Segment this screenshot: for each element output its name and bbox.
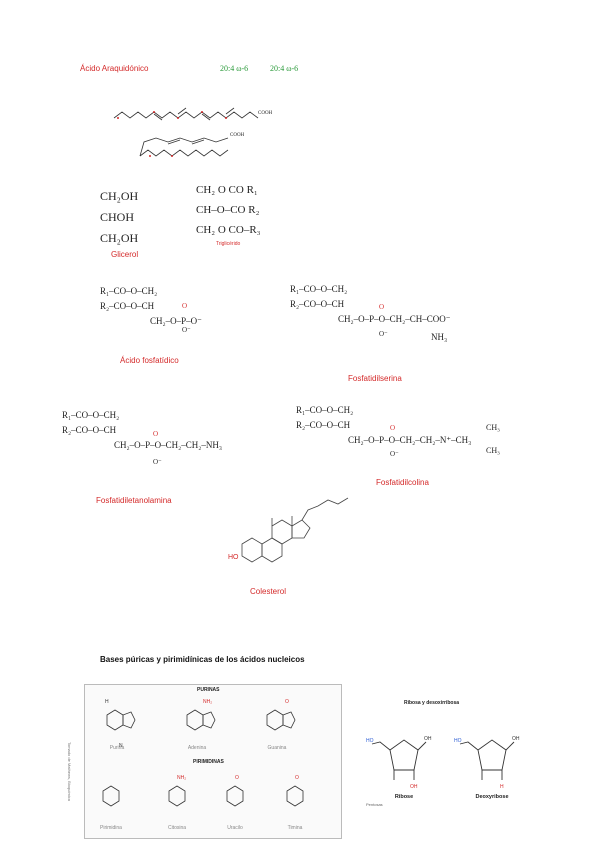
ethanolamine-line-3: CH₂–O–P–O–CH₂–CH₂–NH₃ (114, 440, 223, 450)
thymine-o: O (295, 775, 299, 781)
deoxyribose-label: Deoxyribose (475, 794, 508, 800)
choline-line-1: R₁–CO–O–CH₂ (296, 405, 354, 415)
bases-structures: H NH₂ O N NH₂ O O Purina Adenina Guanina… (100, 699, 304, 831)
bases-side-caption-box: Tomado de Mathews, Bioquímica (64, 742, 74, 832)
phosphatidic-label: Ácido fosfatídico (120, 356, 179, 365)
serine-nh3: NH₃ (431, 332, 448, 342)
sugars-structures: HO OH OH HO OH H Ribose Deoxyribose (366, 736, 520, 800)
thymine-label: Timina (288, 825, 303, 831)
glycerol-label: Glicerol (111, 250, 139, 259)
triglyceride-structure: CH₂ O CO R₁ CH–O–CO R₂ CH₂ O CO–R₃ (196, 180, 261, 240)
choline-ch3-top: CH₃ (486, 423, 500, 432)
ethanolamine-structure: R₁–CO–O–CH₂ R₂–CO–O–CH CH₂–O–P–O–CH₂–CH₂… (62, 408, 222, 453)
phosphatidic-o-bottom: O⁻ (182, 326, 191, 334)
choline-label: Fosfatidilcolina (376, 478, 429, 487)
purines-title: PURINAS (197, 687, 220, 693)
cholesterol-structure: HO (228, 497, 349, 563)
pyrimidines-title: PIRIMIDINAS (193, 759, 224, 765)
serine-label: Fosfatidilserina (348, 374, 402, 383)
glycerol-line-3: CH₂OH (100, 231, 139, 245)
bases-side-caption: Tomado de Mathews, Bioquímica (67, 742, 72, 801)
choline-line-3: CH₂–O–P–O–CH₂–CH₂–N⁺–CH₃ (348, 435, 472, 445)
ribose-oh-2: OH (410, 784, 418, 790)
ribose-label: Ribose (395, 794, 413, 800)
phosphatidic-line-2: R₂–CO–O–CH (100, 301, 155, 311)
sugars-caption: Pentosas (366, 802, 383, 807)
purine-h: H (105, 699, 109, 705)
ethanolamine-label: Fosfatidiletanolamina (96, 496, 172, 505)
cytosine-label: Citosina (168, 825, 186, 831)
bases-heading: Bases púricas y pirimidínicas de los áci… (100, 655, 305, 664)
adenine-label: Adenina (188, 745, 207, 751)
ethanolamine-o-top: O (153, 430, 159, 438)
ribose-oh: OH (424, 736, 432, 742)
ethanolamine-line-2: R₂–CO–O–CH (62, 425, 117, 435)
phosphatidic-line-1: R₁–CO–O–CH₂ (100, 286, 158, 296)
arachidonic-title: Ácido Araquidónico (80, 64, 149, 73)
triglyceride-line-2: CH–O–CO R₂ (196, 204, 260, 216)
uracil-label: Uracilo (227, 825, 243, 831)
choline-line-2: R₂–CO–O–CH (296, 420, 351, 430)
choline-structure: R₁–CO–O–CH₂ R₂–CO–O–CH CH₂–O–P–O–CH₂–CH₂… (296, 403, 471, 448)
glycerol-line-2: CHOH (100, 210, 135, 224)
ethanolamine-line-1: R₁–CO–O–CH₂ (62, 410, 120, 420)
arachidonic-structure (113, 107, 259, 157)
serine-line-2: R₂–CO–O–CH (290, 299, 345, 309)
arachidonic-note-2: 20:4 ω-6 (270, 64, 299, 73)
bases-panel: PURINAS PIRIMIDINAS H NH₂ O N (84, 684, 342, 839)
phosphatidic-structure: R₁–CO–O–CH₂ R₂–CO–O–CH CH₂–O–P–O⁻ (100, 284, 202, 329)
cholesterol-ho: HO (228, 554, 239, 561)
deoxyribose-oh: OH (512, 736, 520, 742)
serine-o-bottom: O⁻ (379, 330, 388, 338)
triglyceride-line-1: CH₂ O CO R₁ (196, 184, 258, 196)
cytosine-nh2: NH₂ (177, 775, 186, 781)
arachidonic-cooh-1: COOH (258, 111, 273, 116)
serine-structure: R₁–CO–O–CH₂ R₂–CO–O–CH CH₂–O–P–O–CH₂–CH–… (290, 282, 451, 327)
adenine-nh2: NH₂ (203, 699, 212, 705)
ribose-ho: HO (366, 738, 374, 744)
sugars-title: Ribosa y desoxirribosa (404, 700, 460, 706)
guanine-o: O (285, 699, 289, 705)
triglyceride-line-3: CH₂ O CO–R₃ (196, 224, 261, 236)
serine-line-1: R₁–CO–O–CH₂ (290, 284, 348, 294)
serine-o-top: O (379, 303, 385, 311)
triglyceride-label: Triglicérido (216, 241, 241, 247)
guanine-label: Guanina (268, 745, 287, 751)
deoxyribose-h: H (500, 784, 504, 790)
phosphatidic-line-3: CH₂–O–P–O⁻ (150, 316, 202, 326)
choline-o-top: O (390, 424, 396, 432)
glycerol-line-1: CH₂OH (100, 189, 139, 203)
arachidonic-cooh-2: COOH (230, 133, 245, 138)
glycerol-structure: CH₂OH CHOH CH₂OH (100, 186, 138, 249)
purine-label: Purina (110, 745, 125, 751)
arachidonic-note-1: 20:4 ω-6 (220, 64, 249, 73)
phosphatidic-o-top: O (182, 302, 188, 310)
purine-n: N (119, 743, 123, 749)
uracil-o: O (235, 775, 239, 781)
deoxyribose-ho: HO (454, 738, 462, 744)
pyrimidine-label: Pirimidina (100, 825, 122, 831)
serine-line-3: CH₂–O–P–O–CH₂–CH–COO⁻ (338, 314, 451, 324)
choline-ch3-bottom: CH₃ (486, 446, 500, 455)
choline-o-bottom: O⁻ (390, 450, 399, 458)
cholesterol-label: Colesterol (250, 587, 287, 596)
ethanolamine-o-bottom: O⁻ (153, 458, 162, 466)
